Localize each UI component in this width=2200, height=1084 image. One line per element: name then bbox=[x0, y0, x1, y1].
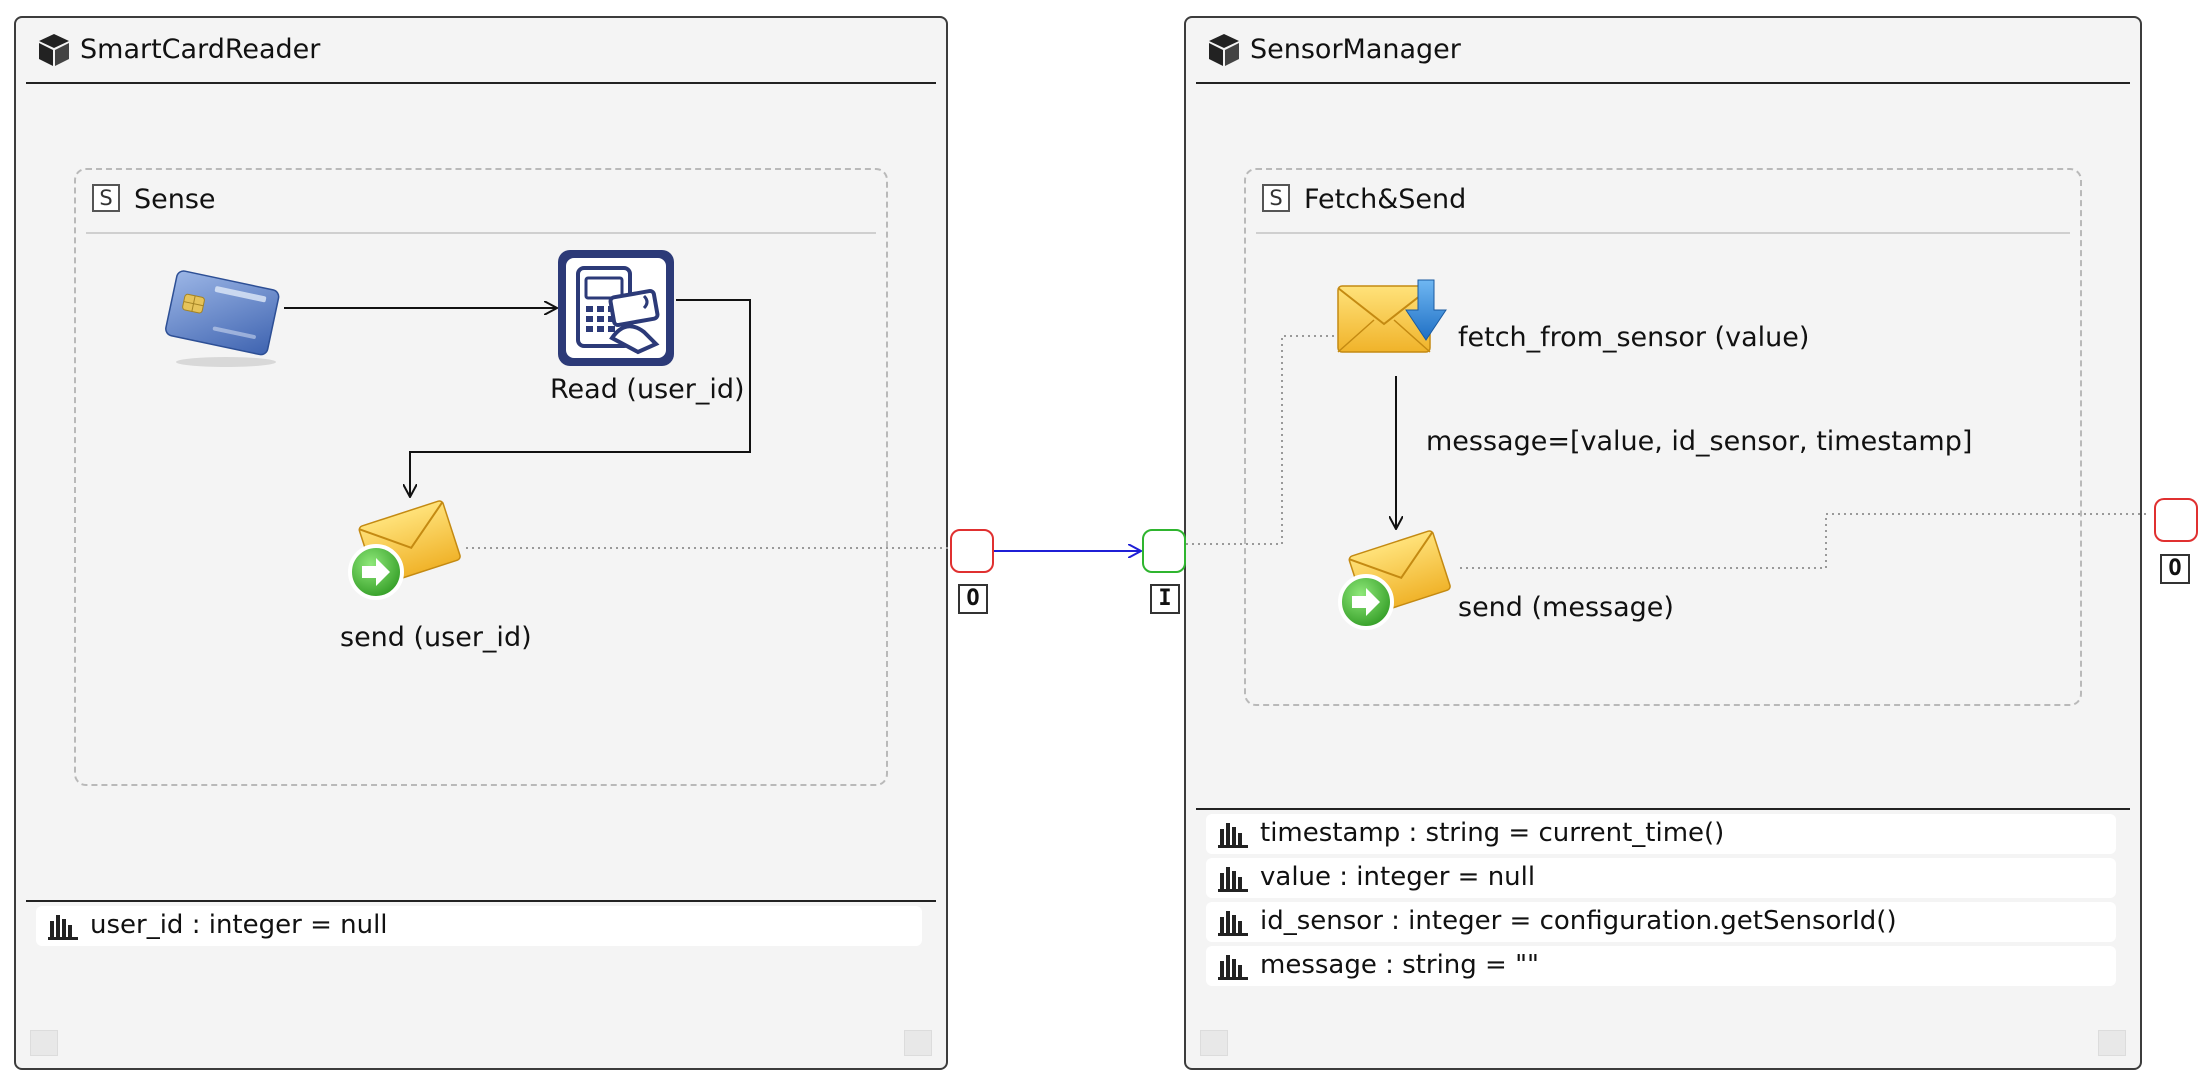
port-to-fetch-link bbox=[1186, 335, 1338, 545]
send-envelope-icon[interactable] bbox=[1334, 526, 1454, 636]
state-header: S Sense bbox=[86, 170, 876, 234]
node-title: SensorManager bbox=[1250, 34, 1461, 65]
attribute-icon bbox=[1218, 867, 1248, 892]
attribute-row[interactable]: user_id : integer = null bbox=[36, 906, 922, 946]
node-header: SensorManager bbox=[1196, 18, 2130, 84]
attribute-icon bbox=[1218, 955, 1248, 980]
smartcardreader-node[interactable]: SmartCardReader S Sense user_id : intege… bbox=[14, 16, 948, 1070]
transition-label: message=[value, id_sensor, timestamp] bbox=[1426, 426, 1973, 457]
attribute-icon bbox=[48, 915, 78, 940]
send-to-out-port-link bbox=[1460, 513, 2146, 569]
attributes-section: user_id : integer = null bbox=[26, 900, 936, 946]
send-action-label: send (user_id) bbox=[340, 622, 532, 653]
transition-read-to-send[interactable] bbox=[410, 299, 751, 496]
output-port[interactable] bbox=[2154, 498, 2198, 542]
attribute-icon bbox=[1218, 823, 1248, 848]
read-action-label: Read (user_id) bbox=[550, 374, 745, 405]
cube-icon bbox=[1209, 34, 1239, 66]
resize-handle[interactable] bbox=[1200, 1030, 1228, 1056]
send-envelope-icon[interactable] bbox=[344, 496, 464, 606]
state-icon: S bbox=[1262, 184, 1290, 212]
cube-icon bbox=[39, 34, 69, 66]
smartcard-icon[interactable] bbox=[160, 262, 286, 370]
input-port-tag: I bbox=[1150, 584, 1180, 614]
attribute-row[interactable]: id_sensor : integer = configuration.getS… bbox=[1206, 902, 2116, 942]
sensormanager-node[interactable]: SensorManager S Fetch&Send timestamp : s… bbox=[1184, 16, 2142, 1070]
input-port[interactable] bbox=[1142, 529, 1186, 573]
attribute-row[interactable]: message : string = "" bbox=[1206, 946, 2116, 986]
attribute-text: value : integer = null bbox=[1260, 862, 1536, 892]
resize-handle[interactable] bbox=[904, 1030, 932, 1056]
output-port-tag: O bbox=[2160, 554, 2190, 584]
state-sense[interactable]: S Sense bbox=[74, 168, 888, 786]
attribute-text: message : string = "" bbox=[1260, 950, 1540, 980]
attribute-text: timestamp : string = current_time() bbox=[1260, 818, 1725, 848]
attribute-row[interactable]: value : integer = null bbox=[1206, 858, 2116, 898]
send-action-label: send (message) bbox=[1458, 592, 1674, 623]
state-title: Sense bbox=[134, 184, 216, 215]
attribute-text: user_id : integer = null bbox=[90, 910, 388, 940]
node-title: SmartCardReader bbox=[80, 34, 321, 65]
fetch-action-label: fetch_from_sensor (value) bbox=[1458, 322, 1810, 353]
state-fetch-send[interactable]: S Fetch&Send bbox=[1244, 168, 2082, 706]
resize-handle[interactable] bbox=[30, 1030, 58, 1056]
attributes-section: timestamp : string = current_time() valu… bbox=[1196, 808, 2130, 986]
node-header: SmartCardReader bbox=[26, 18, 936, 84]
output-port[interactable] bbox=[950, 529, 994, 573]
attribute-row[interactable]: timestamp : string = current_time() bbox=[1206, 814, 2116, 854]
state-header: S Fetch&Send bbox=[1256, 170, 2070, 234]
fetch-envelope-icon[interactable] bbox=[1334, 276, 1454, 376]
attribute-icon bbox=[1218, 911, 1248, 936]
state-title: Fetch&Send bbox=[1304, 184, 1467, 215]
resize-handle[interactable] bbox=[2098, 1030, 2126, 1056]
card-reader-icon[interactable] bbox=[556, 248, 676, 368]
output-port-tag: O bbox=[958, 584, 988, 614]
state-icon: S bbox=[92, 184, 120, 212]
attribute-text: id_sensor : integer = configuration.getS… bbox=[1260, 906, 1897, 936]
